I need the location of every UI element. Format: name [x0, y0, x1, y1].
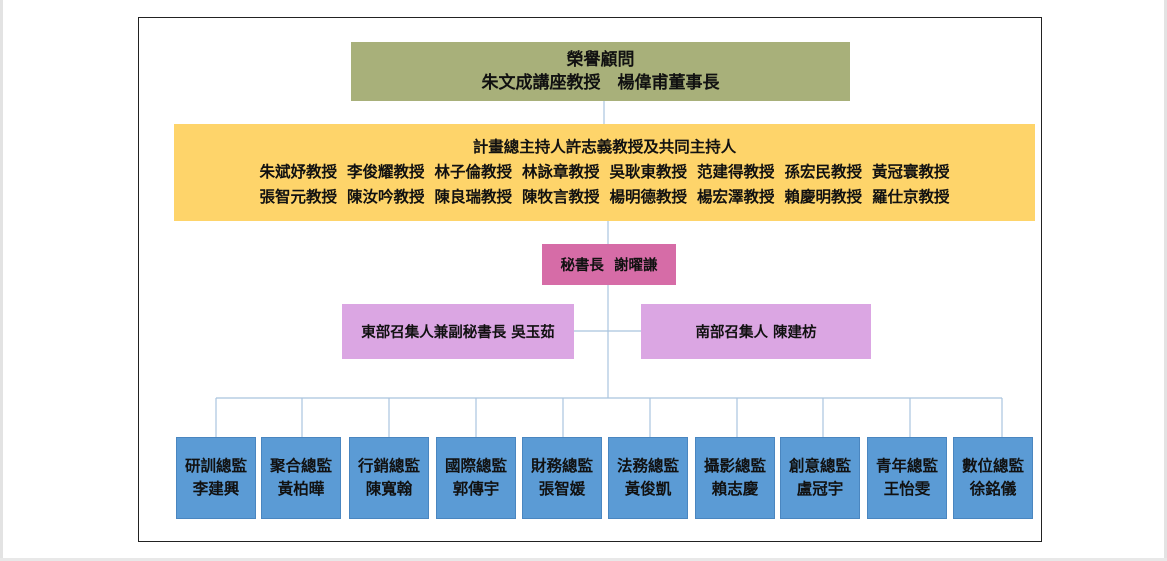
director-role: 行銷總監 [357, 457, 420, 475]
director-role: 研訓總監 [184, 457, 247, 475]
co-investigator: 羅仕京教授 [872, 188, 950, 206]
director-box: 研訓總監 李建興 [176, 437, 256, 519]
director-name: 徐銘儀 [969, 480, 1017, 498]
honorary-title: 榮譽顧問 [566, 49, 635, 70]
secretary-general-box: 秘書長 謝曜謙 [542, 244, 676, 285]
honorary-names: 朱文成講座教授 楊偉甫董事長 [481, 72, 720, 93]
honorary-advisor-box: 榮譽顧問 朱文成講座教授 楊偉甫董事長 [351, 42, 850, 101]
viewer-right-edge [1164, 0, 1167, 561]
co-investigator: 陳良瑞教授 [434, 188, 512, 206]
co-investigator: 吳耿東教授 [609, 163, 688, 181]
co-investigator: 陳牧言教授 [521, 188, 600, 206]
director-name: 郭傳宇 [452, 480, 500, 498]
director-box: 國際總監 郭傳宇 [436, 437, 516, 519]
south-convener-box: 南部召集人 陳建枋 [641, 304, 871, 359]
director-box: 財務總監 張智媛 [522, 437, 602, 519]
co-investigators-row-2: 張智元教授 陳汝吟教授 陳良瑞教授 陳牧言教授 楊明德教授 楊宏澤教授 賴慶明教… [259, 185, 949, 210]
director-role: 法務總監 [616, 457, 679, 475]
director-role: 數位總監 [961, 457, 1024, 475]
director-role: 財務總監 [530, 457, 593, 475]
director-name: 黃柏曄 [277, 480, 325, 498]
co-investigator: 楊明德教授 [609, 188, 688, 206]
co-investigator: 張智元教授 [259, 188, 337, 206]
east-convener-box: 東部召集人兼副秘書長 吳玉茹 [342, 304, 574, 359]
director-role: 青年總監 [875, 457, 938, 475]
co-investigator: 林詠章教授 [521, 163, 600, 181]
director-role: 聚合總監 [269, 457, 332, 475]
co-investigator: 楊宏澤教授 [697, 188, 775, 206]
viewer-bottom-edge [0, 558, 1167, 561]
director-box: 青年總監 王怡雯 [867, 437, 947, 519]
viewer-left-edge [0, 0, 3, 561]
director-role: 創意總監 [788, 457, 851, 475]
director-name: 王怡雯 [883, 480, 931, 498]
director-box: 行銷總監 陳寬翰 [349, 437, 429, 519]
co-investigator: 黃冠寰教授 [872, 163, 950, 181]
co-investigator: 賴慶明教授 [784, 188, 863, 206]
co-investigator: 孫宏民教授 [784, 163, 863, 181]
director-box: 創意總監 盧冠宇 [780, 437, 860, 519]
director-box: 聚合總監 黃柏曄 [261, 437, 341, 519]
director-name: 張智媛 [538, 480, 586, 498]
director-role: 國際總監 [444, 457, 507, 475]
director-name: 賴志慶 [711, 480, 759, 498]
co-investigator: 陳汝吟教授 [346, 188, 425, 206]
director-box: 數位總監 徐銘儀 [953, 437, 1033, 519]
director-box: 法務總監 黃俊凱 [608, 437, 688, 519]
director-name: 李建興 [192, 480, 240, 498]
director-role: 攝影總監 [703, 457, 766, 475]
east-convener-label: 東部召集人兼副秘書長 吳玉茹 [361, 325, 555, 341]
director-name: 盧冠宇 [796, 480, 844, 498]
principal-title: 計畫總主持人許志義教授及共同主持人 [472, 138, 737, 156]
co-investigators-row-1: 朱斌妤教授 李俊耀教授 林子倫教授 林詠章教授 吳耿東教授 范建得教授 孫宏民教… [259, 160, 949, 185]
director-name: 陳寬翰 [365, 480, 413, 498]
principal-investigators-box: 計畫總主持人許志義教授及共同主持人 朱斌妤教授 李俊耀教授 林子倫教授 林詠章教… [174, 124, 1035, 221]
secretary-general-label: 秘書長 謝曜謙 [560, 258, 658, 274]
co-investigator: 林子倫教授 [434, 163, 512, 181]
director-box: 攝影總監 賴志慶 [695, 437, 775, 519]
co-investigator: 范建得教授 [697, 163, 775, 181]
director-name: 黃俊凱 [624, 480, 672, 498]
south-convener-label: 南部召集人 陳建枋 [695, 325, 817, 341]
co-investigator: 李俊耀教授 [346, 163, 425, 181]
co-investigator: 朱斌妤教授 [259, 163, 337, 181]
